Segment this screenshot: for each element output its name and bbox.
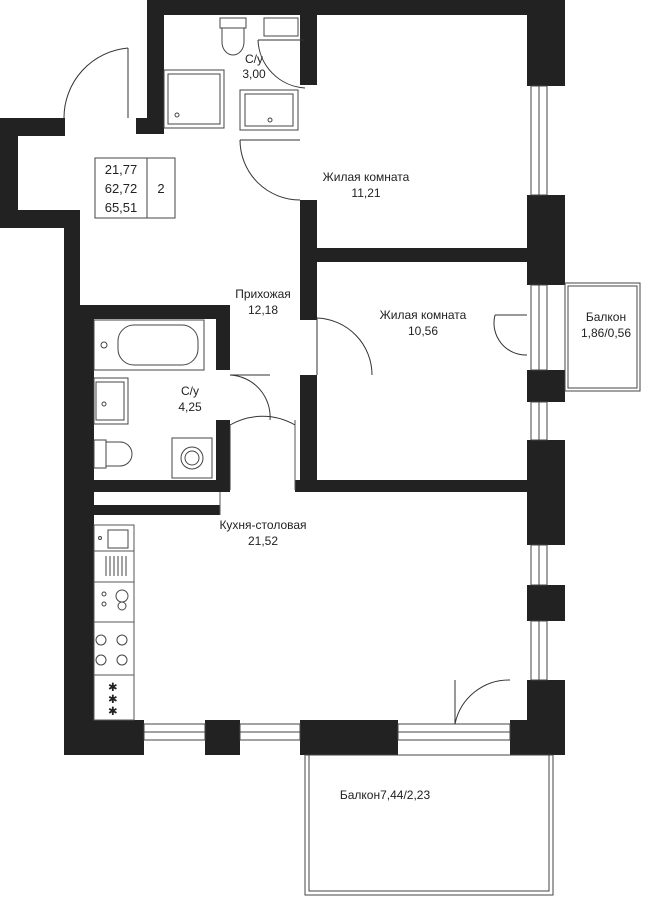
summary-living-area: 21,77 [105, 162, 138, 177]
walls [0, 0, 565, 755]
balcony-small-area: 1,86/0,56 [581, 326, 631, 340]
bathroom-mid-area: 4,25 [178, 400, 202, 414]
bedroom-2-area: 10,56 [408, 324, 438, 338]
balcony-small-name: Балкон [586, 310, 626, 324]
svg-text:✱: ✱ [108, 682, 118, 694]
bathroom-top-area: 3,00 [242, 67, 266, 81]
bedroom-1-area: 11,21 [351, 186, 380, 200]
bathroom-mid-fixtures [93, 319, 213, 479]
svg-text:✱: ✱ [108, 694, 118, 706]
svg-text:✱: ✱ [108, 706, 118, 718]
balcony-big [304, 754, 554, 896]
balcony-small [564, 282, 641, 392]
summary-rooms-count: 2 [157, 181, 164, 196]
doors [63, 39, 528, 725]
bathroom-top-name: С/у [245, 52, 263, 66]
balcony-big-label: Балкон7,44/2,23 [340, 788, 431, 802]
bedroom-1-name: Жилая комната [323, 170, 410, 184]
hallway-name: Прихожая [235, 287, 291, 301]
bedroom-2-name: Жилая комната [380, 308, 467, 322]
summary-total-with-balcony: 65,51 [105, 200, 138, 215]
thin-lines [93, 420, 296, 721]
bathroom-top-fixtures [163, 17, 299, 131]
room-labels: С/у 3,00 Жилая комната 11,21 Прихожая 12… [178, 52, 631, 802]
summary-total-area: 62,72 [105, 181, 138, 196]
kitchen-name: Кухня-столовая [219, 518, 306, 532]
summary-box: 21,77 62,72 65,51 2 [94, 157, 176, 219]
kitchen-area: 21,52 [248, 534, 278, 548]
kitchen-fixtures: ✱ ✱ ✱ [95, 529, 129, 718]
bathroom-mid-name: С/у [181, 384, 199, 398]
hallway-area: 12,18 [248, 303, 278, 317]
windows [143, 85, 548, 741]
